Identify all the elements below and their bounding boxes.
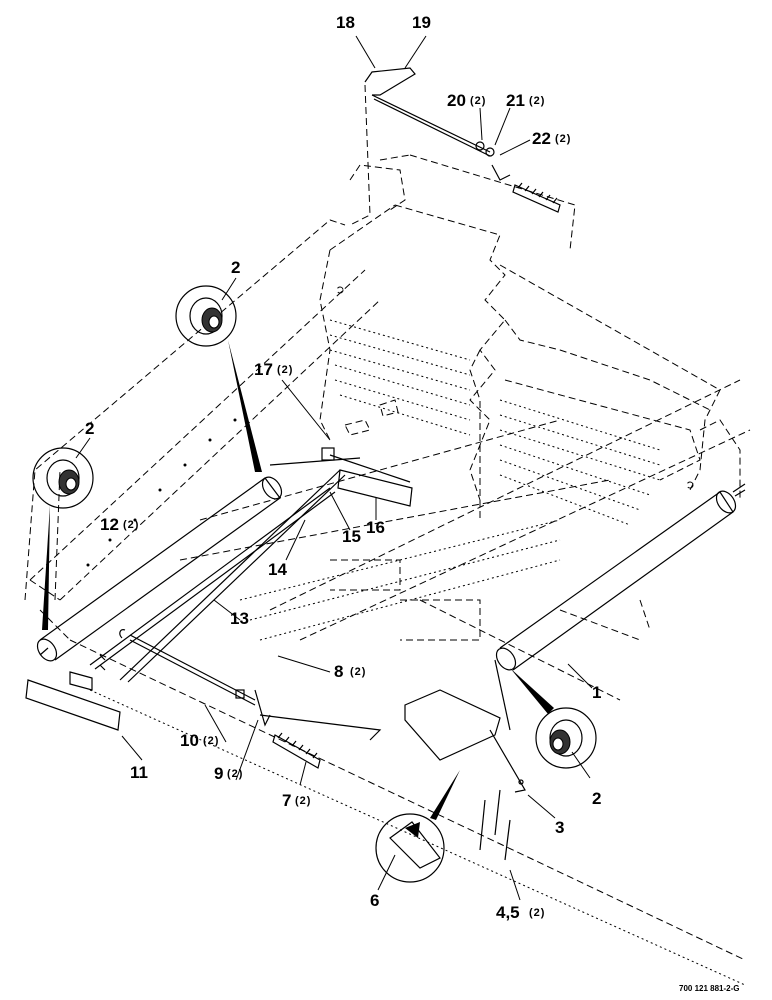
callout-11: 11 bbox=[130, 763, 148, 782]
left-roller bbox=[36, 476, 283, 662]
bearing-detail-top bbox=[175, 285, 262, 472]
callout-22-qty: (2) bbox=[555, 133, 571, 145]
callout-21: 21 bbox=[506, 91, 525, 110]
callout-9: 9 bbox=[214, 764, 223, 783]
callout-2-right: 2 bbox=[592, 789, 601, 808]
rear-panel bbox=[319, 84, 741, 526]
callout-7-qty: (2) bbox=[295, 795, 311, 807]
callout-20: 20 bbox=[447, 91, 466, 110]
callout-10: 10 bbox=[180, 731, 199, 750]
callout-19: 19 bbox=[412, 13, 431, 32]
callout-13: 13 bbox=[230, 609, 249, 628]
guard-bracket bbox=[404, 659, 526, 861]
arms bbox=[25, 469, 413, 731]
frame-outline bbox=[29, 269, 751, 986]
bearing-detail-left bbox=[32, 447, 94, 630]
callout-21-qty: (2) bbox=[529, 95, 545, 107]
side-wall bbox=[24, 219, 346, 601]
callout-12-qty: (2) bbox=[123, 519, 139, 531]
rods bbox=[89, 447, 411, 683]
callout-9-qty: (2) bbox=[227, 768, 243, 780]
callout-12: 12 bbox=[100, 515, 119, 534]
callout-10-qty: (2) bbox=[203, 735, 219, 747]
callout-8: 8 bbox=[334, 662, 343, 681]
callout-6: 6 bbox=[370, 891, 379, 910]
callout-22: 22 bbox=[532, 129, 551, 148]
callout-2-left: 2 bbox=[85, 419, 94, 438]
callout-17: 17 bbox=[254, 360, 273, 379]
callout-17-qty: (2) bbox=[277, 364, 293, 376]
bearing-detail-right bbox=[510, 668, 597, 769]
callout-14: 14 bbox=[268, 560, 287, 579]
leader-lines bbox=[75, 35, 593, 901]
lower-linkage bbox=[119, 629, 382, 769]
callout-20-qty: (2) bbox=[470, 95, 486, 107]
callout-15: 15 bbox=[342, 527, 361, 546]
callout-4-5: 4,5 bbox=[496, 903, 520, 922]
drawing-reference: 700 121 881-2-G bbox=[679, 984, 740, 993]
callout-18: 18 bbox=[336, 13, 355, 32]
right-roller bbox=[495, 483, 746, 671]
callout-4-5-qty: (2) bbox=[529, 907, 545, 919]
callout-16: 16 bbox=[366, 518, 385, 537]
callout-3: 3 bbox=[555, 818, 564, 837]
knife-detail bbox=[375, 770, 460, 883]
callout-labels: 18 19 20 (2) 21 (2) 22 (2) 2 17 (2) 2 12… bbox=[85, 13, 601, 922]
callout-7: 7 bbox=[282, 791, 291, 810]
upper-linkage bbox=[364, 67, 561, 213]
callout-8-qty: (2) bbox=[350, 666, 366, 678]
callout-1: 1 bbox=[592, 683, 601, 702]
callout-2-top: 2 bbox=[231, 258, 240, 277]
